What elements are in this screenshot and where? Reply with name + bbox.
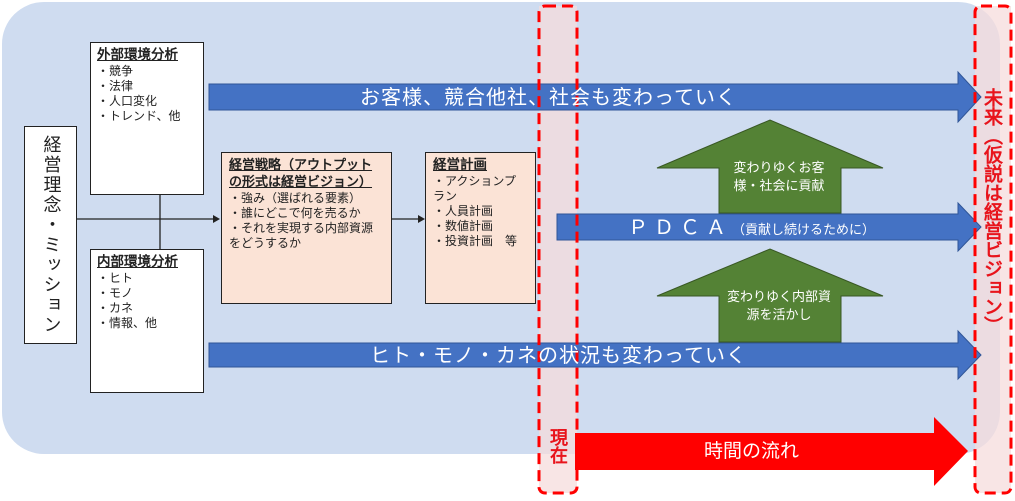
time-arrow [575,417,968,486]
top-arrow-label: お客様、競合他社、社会も変わっていく [360,85,737,109]
list-item: ・法律 [97,79,134,93]
present-zone [539,6,577,493]
list-item: ・競争 [97,64,134,78]
upper-up-arrow-label: 変わりゆくお客様・社会に貢献 [733,161,825,194]
plan-title: 経営計画 [433,157,487,173]
internal-analysis-box: 内部環境分析 ・ヒト ・モノ ・カネ ・情報、他 [90,249,204,393]
upper-up-arrow [656,119,884,214]
plan-list: ・アクションプラン ・人員計画 ・数値計画 ・投資計画 等 [433,174,528,249]
list-item: ・トレンド、他 [97,109,181,123]
future-zone [975,6,1011,493]
list-item: ・モノ [97,286,134,300]
pdca-arrow [556,201,982,253]
list-item: ・数値計画 [433,219,494,233]
list-item: ・カネ [97,301,134,315]
internal-analysis-title: 内部環境分析 [97,254,178,270]
present-frame [537,4,579,495]
external-analysis-list: ・競争 ・法律 ・人口変化 ・トレンド、他 [97,64,197,124]
list-item: ・誰にどこで何を売るか [229,206,361,220]
internal-analysis-list: ・ヒト ・モノ ・カネ ・情報、他 [97,271,197,331]
pdca-sub-label: （貢献し続けるために） [732,223,876,238]
bottom-arrow-label: ヒト・モノ・カネの状況も変わっていく [370,343,747,367]
mission-text: 経営理念・ミッション [40,135,62,335]
pdca-main-label: ＰＤＣＡ [628,215,732,239]
list-item: ・強み（選ばれる要素） [229,191,362,205]
lower-up-arrow-label: 変わりゆく内部資源を活かし [727,290,832,323]
pdca-arrow-label: ＰＤＣＡ（貢献し続けるために） [628,214,875,244]
list-item: ・ヒト [97,271,134,285]
bottom-change-arrow [208,329,982,381]
connector-main-head [213,215,220,223]
present-label: 現在 [547,428,568,464]
future-label: 未来（仮説は経営ビジョン） [981,88,1003,335]
list-item: ・アクションプラン [433,174,517,203]
mission-box: 経営理念・ミッション [24,126,77,344]
strategy-list: ・強み（選ばれる要素） ・誰にどこで何を売るか ・それを実現する内部資源をどうす… [229,191,384,251]
list-item: ・人員計画 [433,204,494,218]
list-item: ・投資計画 等 [433,234,518,248]
top-change-arrow [208,70,982,124]
strategy-title: 経営戦略（アウトプットの形式は経営ビジョン） [229,158,373,190]
time-arrow-label: 時間の流れ [704,440,800,462]
strategy-box: 経営戦略（アウトプットの形式は経営ビジョン） ・強み（選ばれる要素） ・誰にどこ… [221,152,392,304]
lower-up-arrow [656,248,884,343]
list-item: ・人口変化 [97,94,158,108]
list-item: ・それを実現する内部資源をどうするか [229,221,374,250]
plan-box: 経営計画 ・アクションプラン ・人員計画 ・数値計画 ・投資計画 等 [425,152,536,304]
list-item: ・情報、他 [97,316,158,330]
external-analysis-box: 外部環境分析 ・競争 ・法律 ・人口変化 ・トレンド、他 [90,42,204,195]
connector-strategy-plan-head [418,215,425,223]
external-analysis-title: 外部環境分析 [97,47,178,63]
future-frame [973,4,1013,495]
